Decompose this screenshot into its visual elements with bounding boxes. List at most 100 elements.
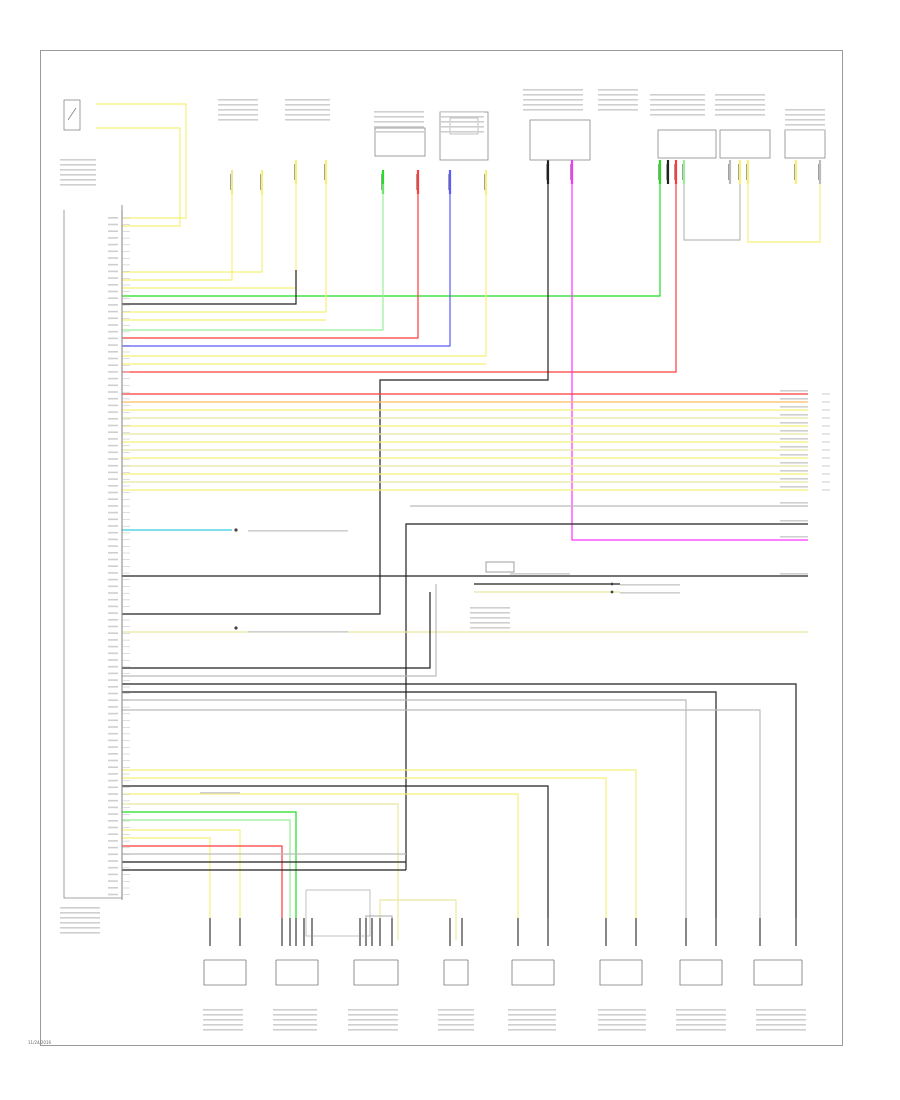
text-stub — [108, 645, 118, 648]
text-stub — [285, 109, 330, 111]
text-stub — [438, 1029, 474, 1031]
text-stub — [108, 377, 118, 380]
text-stub — [108, 304, 118, 306]
text-stub — [780, 430, 808, 432]
text-stub — [108, 357, 118, 360]
wire-top-4 — [122, 184, 661, 297]
text-stub — [248, 530, 348, 532]
text-stub — [108, 860, 118, 862]
text-stub — [108, 699, 118, 701]
text-stub — [108, 424, 118, 427]
text-stub — [108, 846, 118, 849]
text-stub — [108, 565, 118, 567]
text-stub — [598, 1024, 646, 1026]
wire-black-long — [122, 184, 549, 615]
text-stub — [715, 114, 765, 116]
text-stub — [108, 250, 118, 253]
text-stub — [715, 109, 765, 111]
text-stub — [598, 104, 638, 106]
text-stub — [348, 1019, 398, 1021]
bottom-sensor-8 — [753, 960, 803, 986]
text-stub — [203, 1014, 243, 1016]
text-stub — [523, 109, 583, 111]
wire-mid-5 — [122, 592, 431, 669]
text-stub — [108, 310, 118, 313]
text-stub — [218, 109, 258, 111]
diagram-frame — [40, 50, 843, 1046]
labels — [60, 89, 830, 1031]
text-stub — [348, 1009, 398, 1011]
text-stub — [108, 525, 118, 527]
text-stub — [108, 833, 118, 835]
text-stub — [780, 573, 808, 575]
text-stub — [785, 109, 825, 111]
text-stub — [108, 639, 118, 641]
text-stub — [108, 391, 118, 393]
wire-magenta — [571, 184, 808, 541]
text-stub — [108, 652, 118, 655]
text-stub — [108, 625, 118, 628]
text-stub — [108, 485, 118, 487]
text-stub — [108, 364, 118, 366]
text-stub — [440, 126, 484, 128]
text-stub — [440, 131, 484, 133]
text-stub — [676, 1019, 726, 1021]
text-stub — [108, 826, 118, 829]
wire-top-10 — [122, 184, 451, 347]
text-stub — [108, 806, 118, 809]
wire-low-2 — [122, 777, 607, 940]
text-stub — [108, 880, 118, 882]
text-stub — [60, 907, 100, 909]
components — [63, 99, 826, 986]
text-stub — [108, 230, 118, 232]
text-stub — [108, 893, 118, 896]
text-stub — [108, 351, 118, 353]
text-stub — [108, 384, 118, 387]
text-stub — [108, 820, 118, 822]
text-stub — [285, 104, 330, 106]
text-stub — [438, 1014, 474, 1016]
text-stub — [108, 330, 118, 333]
text-stub — [108, 324, 118, 326]
text-stub — [108, 853, 118, 856]
text-stub — [785, 119, 825, 121]
text-stub — [108, 451, 118, 454]
text-stub — [218, 99, 258, 101]
text-stub — [285, 119, 330, 121]
text-stub — [108, 397, 118, 400]
text-stub — [348, 1029, 398, 1031]
text-stub — [780, 454, 808, 456]
connector-b — [439, 111, 489, 161]
text-stub — [108, 438, 118, 440]
text-stub — [108, 552, 118, 554]
text-stub — [60, 927, 100, 929]
wire-low-10 — [122, 845, 283, 940]
wire-mid-6 — [122, 584, 437, 677]
text-stub — [598, 1029, 646, 1031]
text-stub — [523, 104, 583, 106]
wire-top-8 — [122, 184, 384, 331]
text-stub — [108, 478, 118, 480]
wire-mid-9 — [122, 699, 687, 940]
text-stub — [108, 505, 118, 507]
text-stub — [756, 1014, 806, 1016]
text-stub — [108, 317, 118, 320]
text-stub — [60, 164, 96, 166]
text-stub — [508, 1014, 556, 1016]
text-stub — [108, 237, 118, 239]
splice-mid-b — [610, 590, 614, 594]
connector-e — [719, 129, 771, 159]
text-stub — [508, 1019, 556, 1021]
diagram-code: 11/24/2016 — [28, 1040, 52, 1045]
text-stub — [108, 866, 118, 869]
splice-cyan — [234, 528, 238, 532]
wire-low-6 — [122, 811, 297, 940]
text-stub — [780, 414, 808, 416]
text-stub — [108, 418, 118, 420]
wire-low-5 — [122, 803, 399, 940]
text-stub — [756, 1009, 806, 1011]
text-stub — [780, 502, 808, 504]
wire-mid-8 — [122, 691, 717, 940]
wire-top-5 — [122, 270, 297, 305]
text-stub — [470, 627, 510, 629]
